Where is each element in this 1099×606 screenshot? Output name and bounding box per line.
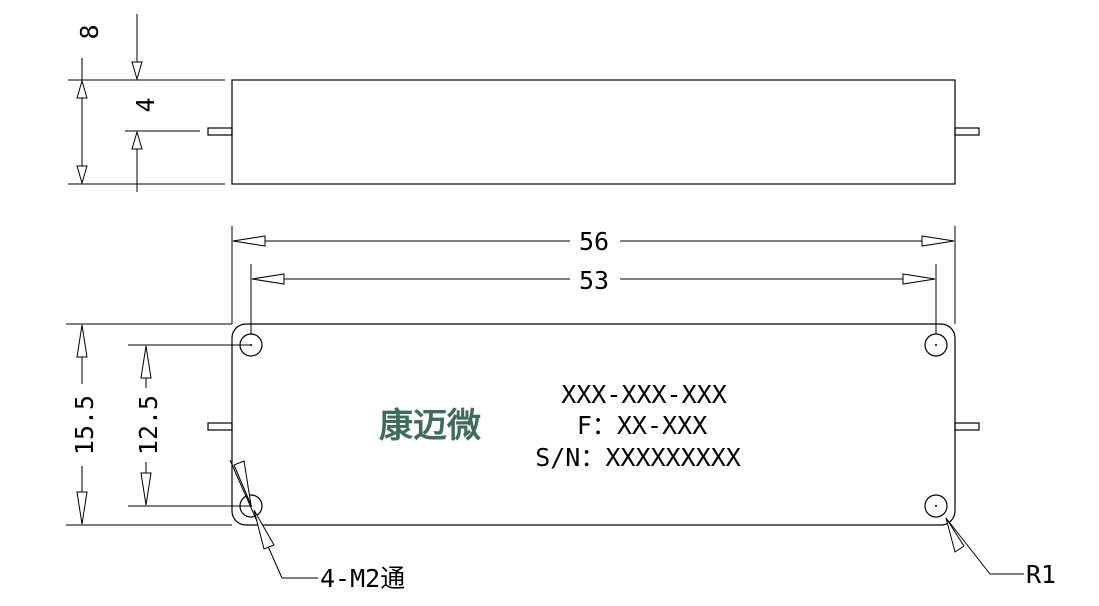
side-view: 8 4 bbox=[68, 14, 980, 192]
top-view: 56 53 15.5 12.5 bbox=[66, 226, 1056, 593]
dim-length-holes: 53 bbox=[251, 266, 936, 295]
mounting-hole-top-right bbox=[924, 333, 948, 357]
dim-length-total-label: 56 bbox=[579, 227, 609, 256]
dim-width-holes: 12.5 bbox=[134, 345, 163, 506]
callout-corner-radius: R1 bbox=[1026, 560, 1056, 589]
part-number: XXX-XXX-XXX bbox=[561, 380, 727, 409]
brand-logo: 康迈微 bbox=[379, 406, 481, 446]
dim-length-holes-label: 53 bbox=[579, 266, 609, 295]
callout-holes: 4-M2通 bbox=[320, 564, 405, 593]
side-view-right-pin bbox=[954, 127, 980, 136]
dim-width-total: 15.5 bbox=[70, 324, 99, 525]
leader-corner-radius: R1 bbox=[945, 517, 1056, 589]
side-view-left-pin bbox=[207, 127, 233, 136]
product-label: 康迈微 XXX-XXX-XXX F：XX-XXX S/N：XXXXXXXXX bbox=[379, 380, 741, 472]
mounting-hole-bottom-right bbox=[924, 494, 948, 518]
dim-height-total-label: 8 bbox=[75, 24, 104, 39]
dim-width-total-label: 15.5 bbox=[70, 395, 99, 455]
top-view-right-pin bbox=[954, 422, 980, 431]
side-view-body bbox=[231, 79, 956, 185]
dim-height-pin: 4 bbox=[131, 14, 160, 192]
top-view-left-pin bbox=[207, 422, 233, 431]
dim-width-holes-label: 12.5 bbox=[134, 395, 163, 455]
dim-height-total: 8 bbox=[75, 24, 104, 185]
serial-number: S/N：XXXXXXXXX bbox=[535, 443, 741, 472]
dim-length-total: 56 bbox=[232, 227, 955, 256]
dim-height-pin-label: 4 bbox=[131, 97, 160, 112]
leader-holes: 4-M2通 bbox=[229, 459, 405, 593]
frequency-label: F：XX-XXX bbox=[577, 411, 707, 440]
